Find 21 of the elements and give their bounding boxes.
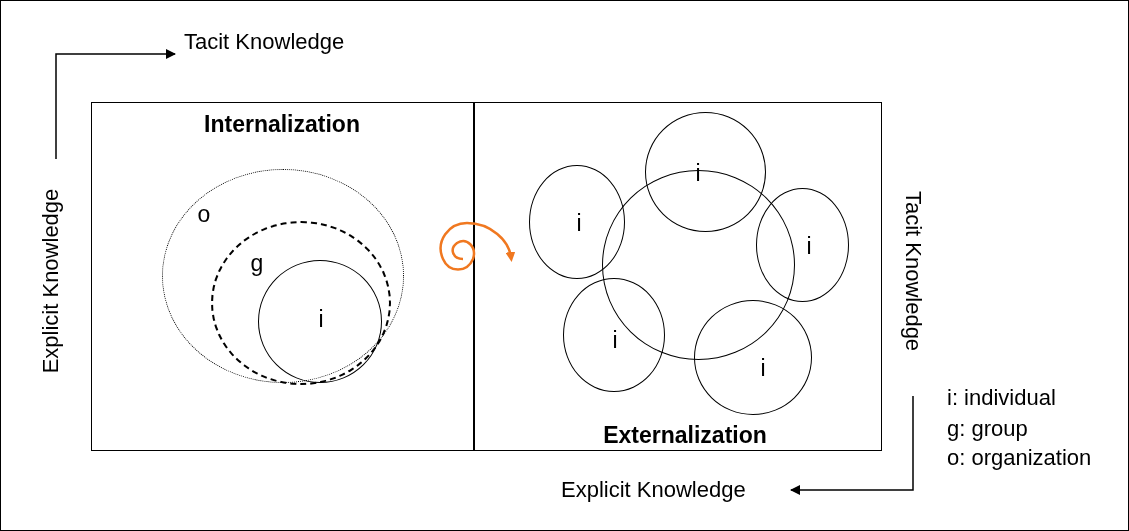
panel-title: Externalization <box>603 423 767 447</box>
circle-letter: i <box>318 307 324 331</box>
circle <box>211 221 391 385</box>
axis-label: Explicit Knowledge <box>561 479 746 501</box>
circle <box>694 300 812 415</box>
circle-letter: i <box>576 211 582 235</box>
key-text: i: individual <box>947 387 1056 409</box>
key-text: g: group <box>947 418 1028 440</box>
circle-letter: i <box>695 161 701 185</box>
panel-box <box>474 102 882 451</box>
circle-letter: g <box>250 251 264 275</box>
circle-letter: i <box>760 356 766 380</box>
circle-letter: i <box>612 328 618 352</box>
key-text: o: organization <box>947 447 1092 469</box>
axis-label: Tacit Knowledge <box>184 31 345 53</box>
circle-letter: i <box>806 234 812 258</box>
axis-label: Explicit Knowledge <box>40 188 62 374</box>
axis-label: Tacit Knowledge <box>902 190 924 352</box>
panel-box <box>91 102 474 451</box>
panel-title: Internalization <box>204 112 360 136</box>
circle-letter: o <box>197 202 211 226</box>
